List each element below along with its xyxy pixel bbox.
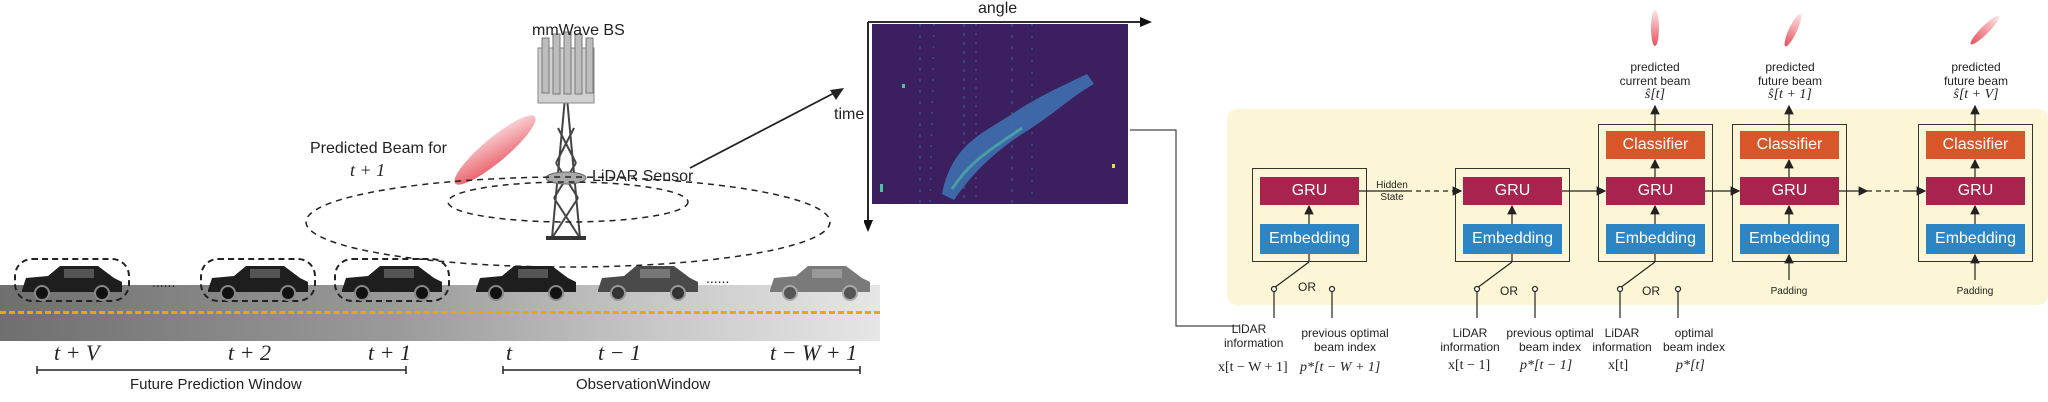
base-station-tower-icon: [537, 31, 595, 240]
input-line1: LiDAR: [1604, 326, 1640, 340]
input-math: p*[t − W + 1]: [1300, 360, 1381, 375]
heatmap-axes: [864, 17, 1152, 232]
or-label: OR: [1500, 284, 1518, 298]
input-label: optimal beam index: [1654, 326, 1734, 354]
output-line1: predicted: [1951, 60, 2001, 74]
ellipsis-future: ......: [152, 274, 176, 290]
input-label: LiDAR information: [1590, 326, 1654, 354]
input-line1: previous optimal: [1506, 326, 1594, 340]
input-math: x[t]: [1608, 358, 1629, 373]
observation-window-bracket: [502, 366, 861, 374]
input-line2: beam index: [1518, 340, 1582, 354]
car-icon: [22, 266, 122, 301]
future-car-box: [14, 258, 130, 302]
classifier-layer: Classifier: [1740, 131, 1839, 159]
input-line1: LiDAR: [1231, 322, 1267, 336]
time-label: t − 1: [598, 340, 641, 365]
future-car-box: [334, 258, 450, 302]
output-math: ŝ[t]: [1644, 87, 1666, 102]
input-line1: optimal: [1674, 326, 1714, 340]
input-math: p*[t]: [1676, 358, 1705, 373]
model-connections: [1270, 10, 2000, 318]
input-label: previous optimal beam index: [1290, 326, 1400, 354]
input-line1: previous optimal: [1301, 326, 1389, 340]
time-label: t − W + 1: [770, 340, 858, 365]
lidar-range-icon: [305, 176, 831, 268]
hidden-state-line1: Hidden: [1376, 180, 1408, 191]
padding-label: Padding: [1770, 286, 1808, 297]
observation-window-label: ObservationWindow: [576, 376, 711, 393]
future-window-bracket: [36, 366, 407, 374]
input-line2: information: [1224, 336, 1284, 350]
embedding-layer: Embedding: [1926, 224, 2025, 254]
output-line2: future beam: [1757, 74, 1823, 88]
car-icon: [476, 266, 576, 301]
or-label: OR: [1642, 284, 1660, 298]
embedding-layer: Embedding: [1260, 224, 1359, 254]
time-label: t + V: [54, 340, 100, 365]
time-label: t: [506, 340, 513, 365]
beam-lobe-icon: [1784, 13, 1802, 47]
hidden-state-line2: State: [1380, 192, 1404, 203]
output-line1: predicted: [1765, 60, 1815, 74]
beam-label: Predicted Beam for: [310, 140, 447, 157]
heatmap-y-axis-label: time: [834, 106, 865, 123]
heatmap-image: [872, 24, 1128, 204]
gru-cell: GRU: [1606, 177, 1705, 205]
input-math: p*[t − 1]: [1520, 358, 1573, 373]
arrow-to-heatmap: [689, 88, 844, 169]
input-line2: information: [1440, 340, 1500, 354]
input-line2: information: [1592, 340, 1652, 354]
input-line2: beam index: [1313, 340, 1377, 354]
output-label: predicted future beam ŝ[t + 1]: [1740, 60, 1840, 102]
ellipsis-observation: ......: [706, 270, 730, 286]
input-label: LiDAR information: [1224, 322, 1284, 350]
time-label: t + 2: [228, 340, 271, 365]
time-label: t + 1: [368, 340, 411, 365]
output-line1: predicted: [1630, 60, 1680, 74]
input-math: x[t − W + 1]: [1218, 360, 1288, 375]
input-line2: beam index: [1662, 340, 1726, 354]
bs-label: mmWave BS: [532, 22, 625, 39]
beam-lobe-icon: [1651, 10, 1659, 46]
input-label: previous optimal beam index: [1500, 326, 1600, 354]
output-math: ŝ[t + 1]: [1768, 87, 1812, 102]
future-car-box: [200, 258, 316, 302]
car-icon: [208, 266, 308, 301]
or-label: OR: [1298, 280, 1316, 294]
car-icon: [342, 266, 442, 301]
classifier-layer: Classifier: [1606, 131, 1705, 159]
embedding-layer: Embedding: [1606, 224, 1705, 254]
lane-marking: [0, 311, 880, 314]
predicted-beam-icon: [454, 115, 536, 185]
hidden-state-label: Hidden State: [1370, 180, 1414, 204]
future-window-label: Future Prediction Window: [130, 376, 302, 393]
gru-cell: GRU: [1260, 177, 1359, 205]
gru-cell: GRU: [1740, 177, 1839, 205]
heatmap-x-axis-label: angle: [978, 0, 1018, 17]
input-line1: LiDAR: [1452, 326, 1488, 340]
output-line2: future beam: [1943, 74, 2009, 88]
gru-cell: GRU: [1463, 177, 1562, 205]
embedding-layer: Embedding: [1740, 224, 1839, 254]
gru-cell: GRU: [1926, 177, 2025, 205]
output-math: ŝ[t + V]: [1953, 87, 1999, 102]
beam-time-label: t + 1: [350, 160, 386, 180]
car-icon: [598, 266, 698, 301]
output-label: predicted current beam ŝ[t]: [1605, 60, 1705, 102]
padding-label: Padding: [1956, 286, 1994, 297]
output-line2: current beam: [1619, 74, 1691, 88]
classifier-layer: Classifier: [1926, 131, 2025, 159]
beam-lobe-icon: [1970, 15, 2000, 45]
input-label: LiDAR information: [1430, 326, 1510, 354]
output-label: predicted future beam ŝ[t + V]: [1926, 60, 2026, 102]
connector-line: [1130, 129, 1240, 327]
embedding-layer: Embedding: [1463, 224, 1562, 254]
car-icon: [770, 266, 870, 301]
input-math: x[t − 1]: [1448, 358, 1491, 373]
